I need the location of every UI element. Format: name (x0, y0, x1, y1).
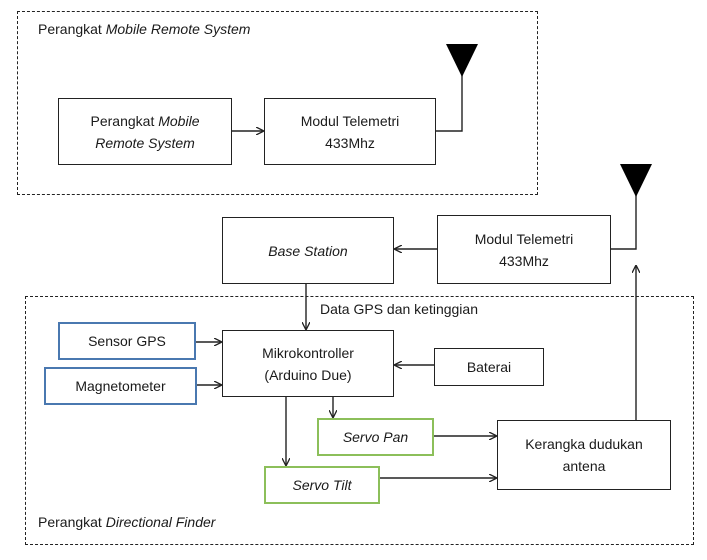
servo-tilt-box: Servo Tilt (264, 466, 380, 504)
base-station-box: Base Station (222, 217, 394, 284)
wire-telemetry-mobile-antenna (436, 75, 463, 132)
magnetometer-box: Magnetometer (44, 367, 197, 405)
servo-pan-box: Servo Pan (317, 418, 434, 456)
wire-telemetry-base-antenna (611, 195, 637, 250)
directional-finder-group (25, 296, 694, 545)
finder-group-label: Perangkat Directional Finder (38, 514, 216, 530)
antenna-icon (620, 164, 652, 197)
antenna-icon (446, 44, 478, 77)
mobile-remote-system-group (17, 11, 538, 195)
microcontroller-box: Mikrokontroller(Arduino Due) (222, 330, 394, 397)
mobile-group-label: Perangkat Mobile Remote System (38, 21, 251, 37)
gps-sensor-box: Sensor GPS (58, 322, 196, 360)
mobile-remote-device-box: Perangkat Mobile Remote System (58, 98, 232, 165)
battery-box: Baterai (434, 348, 544, 386)
gps-data-edge-label: Data GPS dan ketinggian (320, 301, 478, 317)
